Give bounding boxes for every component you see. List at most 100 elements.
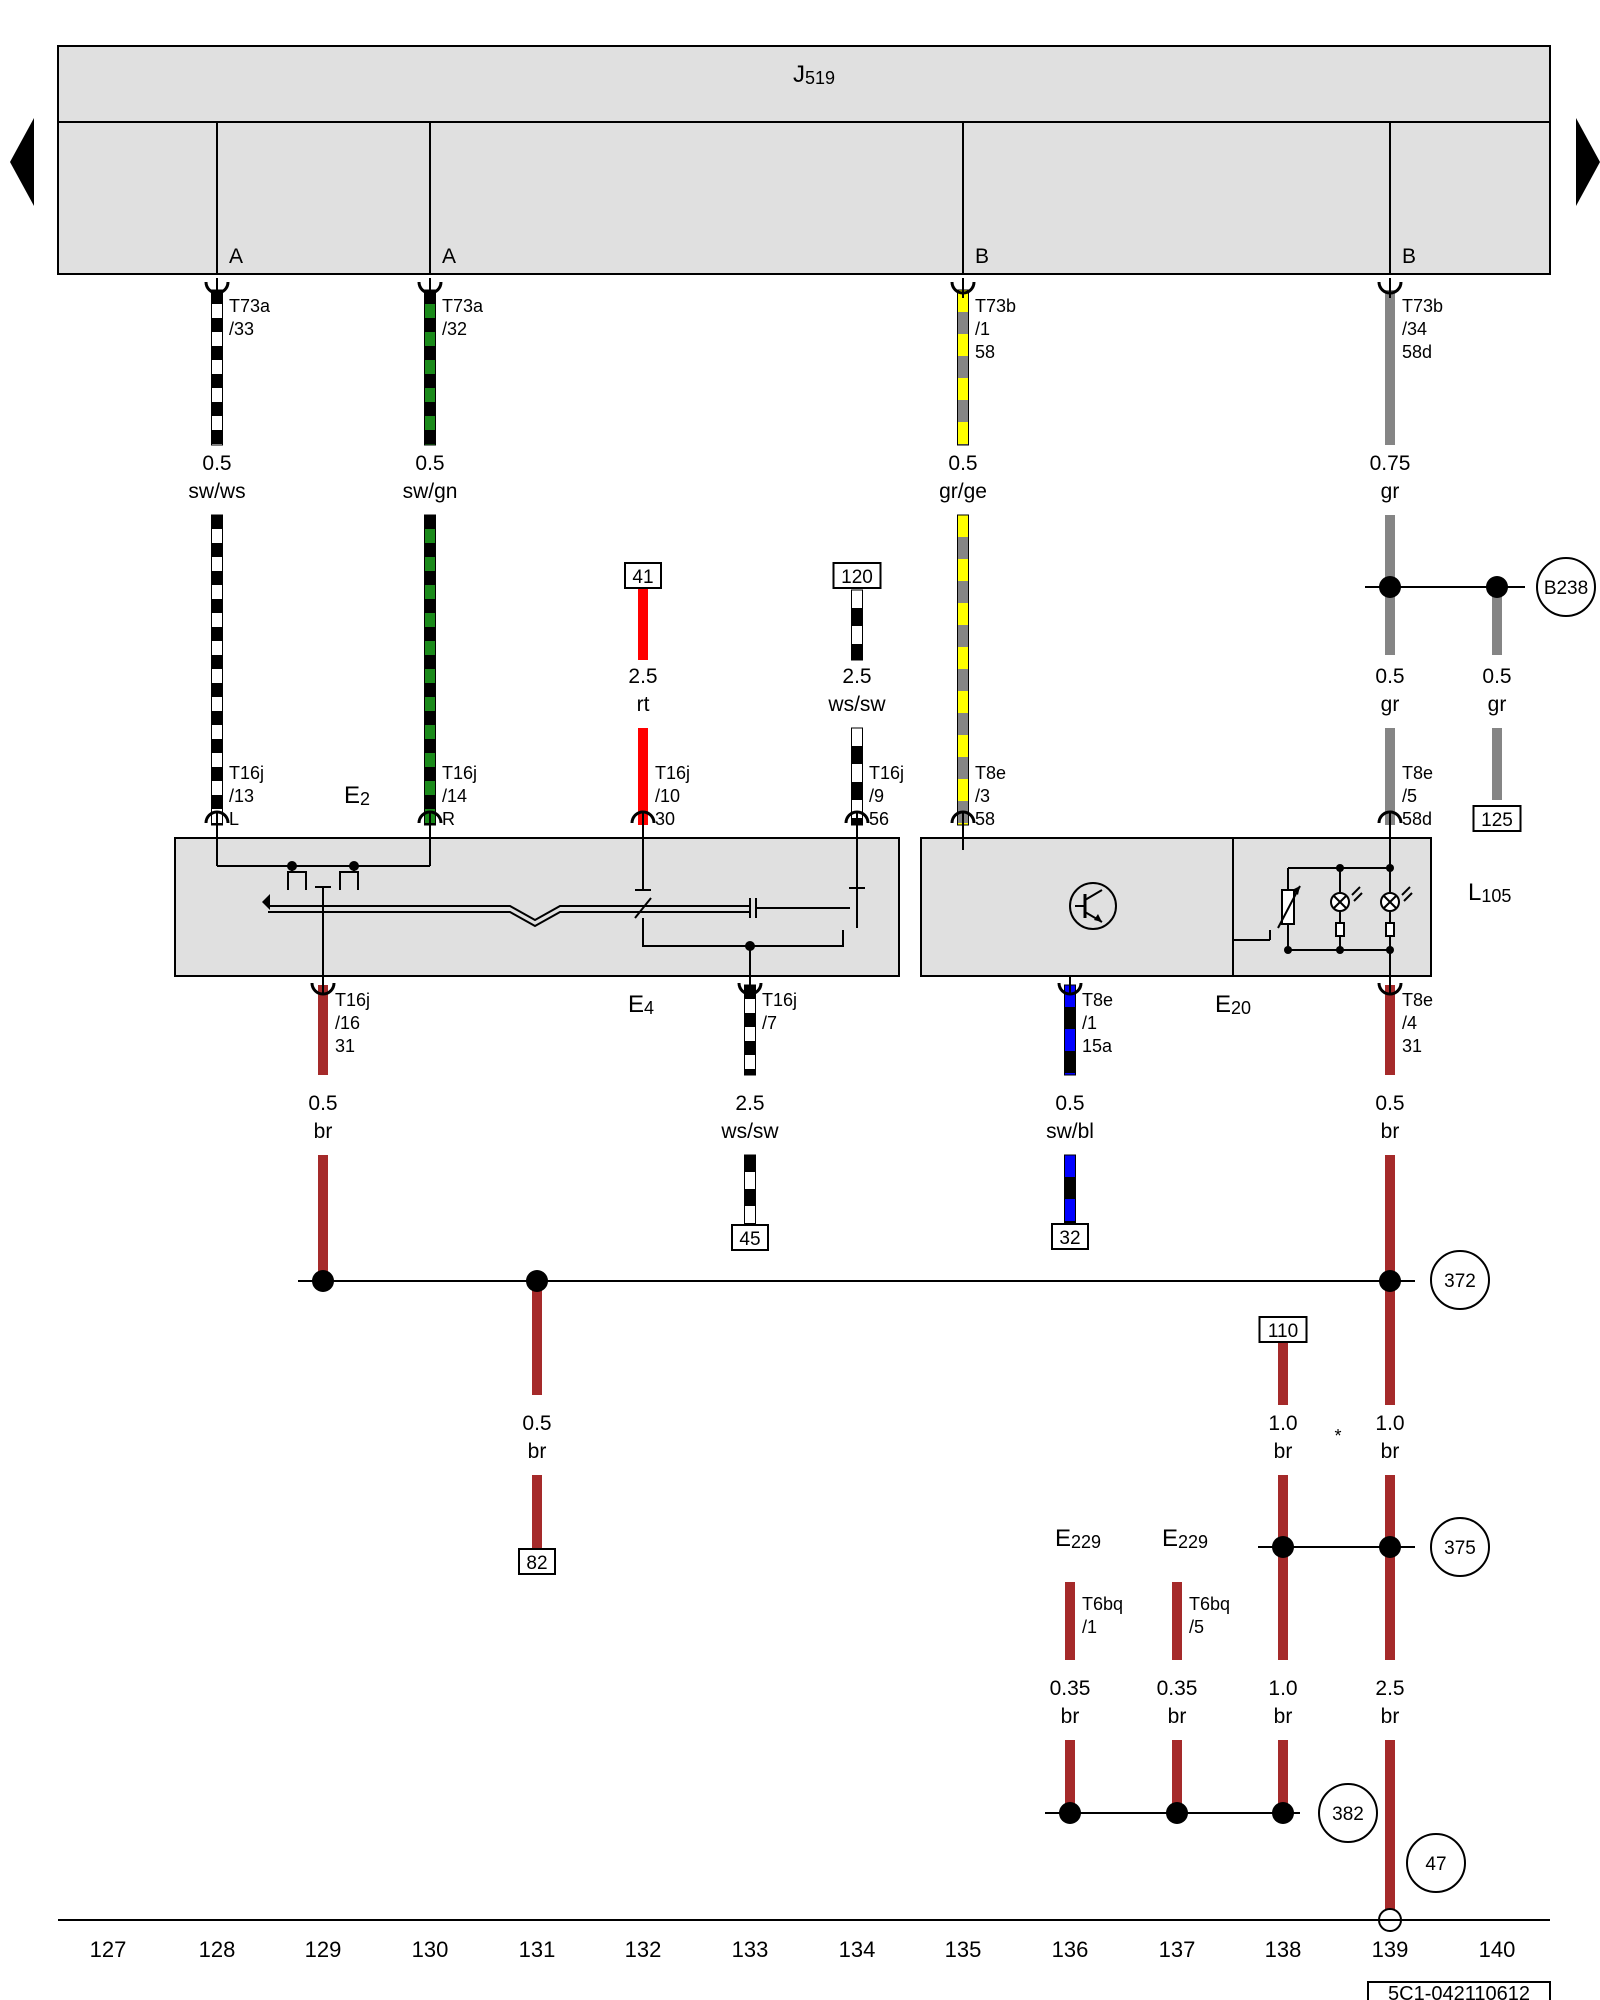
wire-131-br-top <box>532 1280 542 1395</box>
ground-label: 372 <box>1444 1271 1476 1292</box>
wire-139-mid2 <box>1385 728 1395 825</box>
ref-number: 45 <box>739 1229 760 1250</box>
wire-color-code: sw/ws <box>188 480 245 503</box>
connector-t73a-33: T73a/33 <box>204 278 271 339</box>
transistor-symbol <box>1069 882 1117 930</box>
axis-tick-label: 131 <box>519 1937 556 1962</box>
wire-136-top <box>1064 984 1076 1076</box>
connector-pin-label: /33 <box>229 319 254 339</box>
wire-136-br-bottom <box>1065 1740 1075 1812</box>
wire-color-code: ws/sw <box>827 693 886 716</box>
connector-pin-label: T73a <box>442 296 484 316</box>
ref-box-120: 120 <box>832 562 882 589</box>
wire-gauge: 0.5 <box>522 1412 551 1435</box>
connector-pin-label: T73a <box>229 296 271 316</box>
wire-gauge: 1.0 <box>1268 1412 1297 1435</box>
connector-pin-label: /14 <box>442 786 467 806</box>
connector-pin-label: 58d <box>1402 809 1432 829</box>
component-label-e20: E20 <box>1215 991 1251 1018</box>
connector-t16j-9: T16j/956 <box>844 763 904 838</box>
connector-pin-label: /7 <box>762 1013 777 1033</box>
ref-number: 120 <box>841 567 873 588</box>
wire-color-code: sw/bl <box>1046 1120 1094 1143</box>
connector-t6bq-1: T6bq/1 <box>1082 1594 1123 1637</box>
wire-gauge: 2.5 <box>628 665 657 688</box>
connector-pin-label: /5 <box>1189 1617 1204 1637</box>
connector-pin-label: /16 <box>335 1013 360 1033</box>
wire-gauge: 1.0 <box>1375 1412 1404 1435</box>
junction-dot <box>312 1270 334 1292</box>
connector-pin-label: T16j <box>442 763 477 783</box>
component-label-l105: L105 <box>1468 879 1511 906</box>
connector-pin-label: 31 <box>1402 1036 1422 1056</box>
axis-tick-label: 132 <box>625 1937 662 1962</box>
junction-dot <box>1379 576 1401 598</box>
document-code: 5C1-042110612 <box>1367 1981 1551 2000</box>
wire-label-135: 0.5gr/ge <box>939 452 987 503</box>
wire-color-code: br <box>1274 1705 1293 1728</box>
axis-tick-label: 138 <box>1265 1937 1302 1962</box>
connector-pin-label: T16j <box>229 763 264 783</box>
axis-tick-label: 127 <box>90 1937 127 1962</box>
connector-pin-label: T8e <box>1402 763 1433 783</box>
component-label-e229-b: E229 <box>1162 1525 1208 1552</box>
ref-number: 110 <box>1268 1321 1298 1342</box>
module-pin-b1: B <box>975 245 989 268</box>
module-header-panel <box>57 45 1551 123</box>
axis-tick-label: 130 <box>412 1937 449 1962</box>
junction-dot <box>1166 1802 1188 1824</box>
wire-138-br-top <box>1278 1342 1288 1405</box>
connector-pin-label: /1 <box>1082 1013 1097 1033</box>
wire-gauge: 0.5 <box>308 1092 337 1115</box>
module-pin-b2: B <box>1402 245 1416 268</box>
connector-pin-label: /1 <box>975 319 990 339</box>
ground-375: 375 <box>1430 1517 1490 1577</box>
axis-tick-label: 137 <box>1159 1937 1196 1962</box>
wire-128-top <box>211 289 223 446</box>
connector-pin-label: R <box>442 809 455 829</box>
connector-pin-label: /5 <box>1402 786 1417 806</box>
nav-prev-arrow[interactable] <box>10 118 36 206</box>
module-body-panel <box>57 121 1551 275</box>
wire-130-top <box>424 289 436 446</box>
connector-pin-label: T6bq <box>1082 1594 1123 1614</box>
wire-gauge: 0.5 <box>1055 1092 1084 1115</box>
wire-color-code: ws/sw <box>720 1120 779 1143</box>
wire-label-134: 2.5ws/sw <box>827 665 886 716</box>
wire-color-code: sw/gn <box>403 480 458 503</box>
document-code-text: 5C1-042110612 <box>1388 1983 1530 2000</box>
connector-pin-label: 56 <box>869 809 889 829</box>
connector-pin-label: T16j <box>869 763 904 783</box>
wire-label-136: 0.5 sw/bl <box>1046 1092 1094 1143</box>
wire-color-code: gr <box>1488 693 1507 716</box>
wire-label-130: 0.5sw/gn <box>403 452 458 503</box>
wire-gauge: 0.75 <box>1370 452 1411 475</box>
axis-tick-label: 140 <box>1479 1937 1516 1962</box>
wire-gauge: 0.5 <box>1375 665 1404 688</box>
connector-pin-label: /4 <box>1402 1013 1417 1033</box>
ground-372: 372 <box>1430 1250 1490 1310</box>
wire-133-bottom <box>744 1154 756 1226</box>
connector-pin-label: L <box>229 809 239 829</box>
ref-box-45: 45 <box>731 1224 769 1251</box>
axis-tick-label: 136 <box>1052 1937 1089 1962</box>
wire-gauge: 0.5 <box>1482 665 1511 688</box>
connector-pin-label: T8e <box>975 763 1006 783</box>
wire-135-bottom <box>957 514 969 826</box>
wire-132-rt-bottom <box>638 728 648 825</box>
connector-pin-label: T8e <box>1402 990 1433 1010</box>
connector-pin-label: 58d <box>1402 342 1432 362</box>
wire-139-top <box>1385 290 1395 445</box>
ref-box-125: 125 <box>1472 805 1522 832</box>
ref-number: 125 <box>1481 810 1513 831</box>
ref-number: 41 <box>632 567 653 588</box>
wire-140-gr2 <box>1492 728 1502 800</box>
connector-pin-label: T8e <box>1082 990 1113 1010</box>
axis-tick-label: 134 <box>839 1937 876 1962</box>
nav-next-arrow[interactable] <box>1574 118 1600 206</box>
